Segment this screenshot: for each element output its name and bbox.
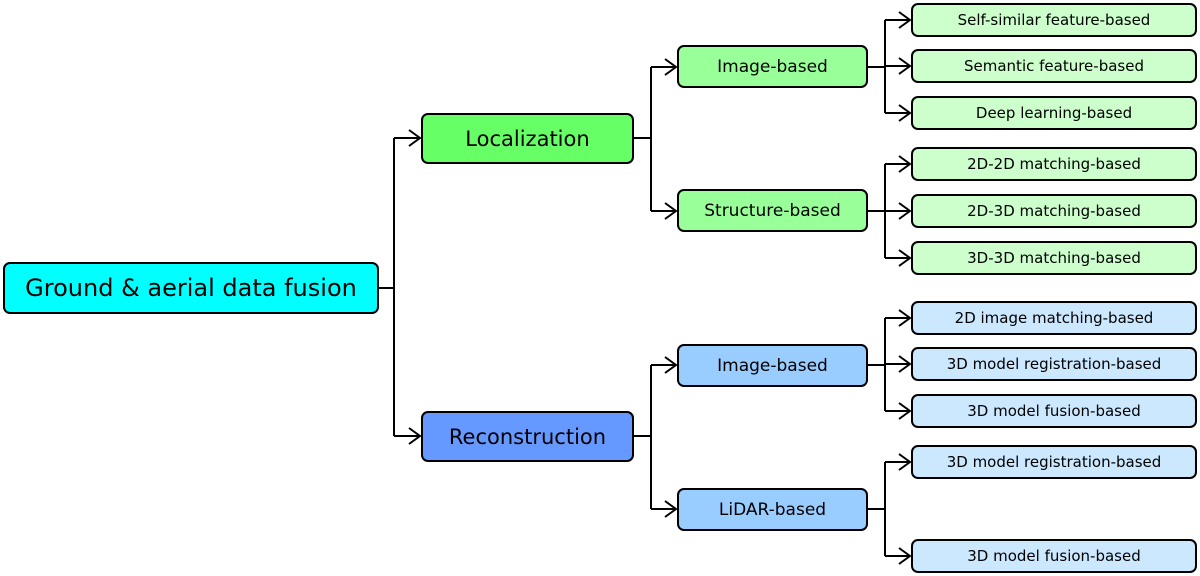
arrow-head — [898, 309, 912, 327]
leaf-2d-3d-matching-based: 2D-3D matching-based — [911, 194, 1197, 228]
arrow-head — [664, 356, 678, 374]
leaf-3d-model-registration-based: 3D model registration-based — [911, 347, 1197, 381]
arrow-head — [408, 427, 422, 445]
arrow-head — [898, 57, 912, 75]
leaf-lidar-3d-model-registration-based: 3D model registration-based — [911, 445, 1197, 479]
arrow-head — [898, 104, 912, 122]
reconstruction-image-based-node: Image-based — [677, 344, 868, 387]
arrow-head — [898, 155, 912, 173]
arrow-head — [898, 402, 912, 420]
localization-image-based-node: Image-based — [677, 45, 868, 88]
localization-structure-based-node: Structure-based — [677, 189, 868, 232]
leaf-lidar-3d-model-fusion-based: 3D model fusion-based — [911, 539, 1197, 573]
leaf-semantic-feature-based: Semantic feature-based — [911, 49, 1197, 83]
localization-node: Localization — [421, 113, 634, 164]
leaf-self-similar-feature-based: Self-similar feature-based — [911, 3, 1197, 37]
leaf-2d-image-matching-based: 2D image matching-based — [911, 301, 1197, 335]
arrow-head — [664, 202, 678, 220]
leaf-2d-2d-matching-based: 2D-2D matching-based — [911, 147, 1197, 181]
arrow-head — [898, 11, 912, 29]
arrow-head — [898, 453, 912, 471]
leaf-3d-3d-matching-based: 3D-3D matching-based — [911, 241, 1197, 275]
arrow-head — [664, 500, 678, 518]
arrow-head — [898, 355, 912, 373]
arrow-head — [408, 129, 422, 147]
reconstruction-node: Reconstruction — [421, 411, 634, 462]
arrow-head — [898, 249, 912, 267]
reconstruction-lidar-based-node: LiDAR-based — [677, 488, 868, 531]
root-node: Ground & aerial data fusion — [3, 262, 379, 314]
arrow-head — [898, 202, 912, 220]
arrow-head — [898, 547, 912, 565]
arrow-head — [664, 58, 678, 76]
leaf-3d-model-fusion-based: 3D model fusion-based — [911, 394, 1197, 428]
leaf-deep-learning-based: Deep learning-based — [911, 96, 1197, 130]
